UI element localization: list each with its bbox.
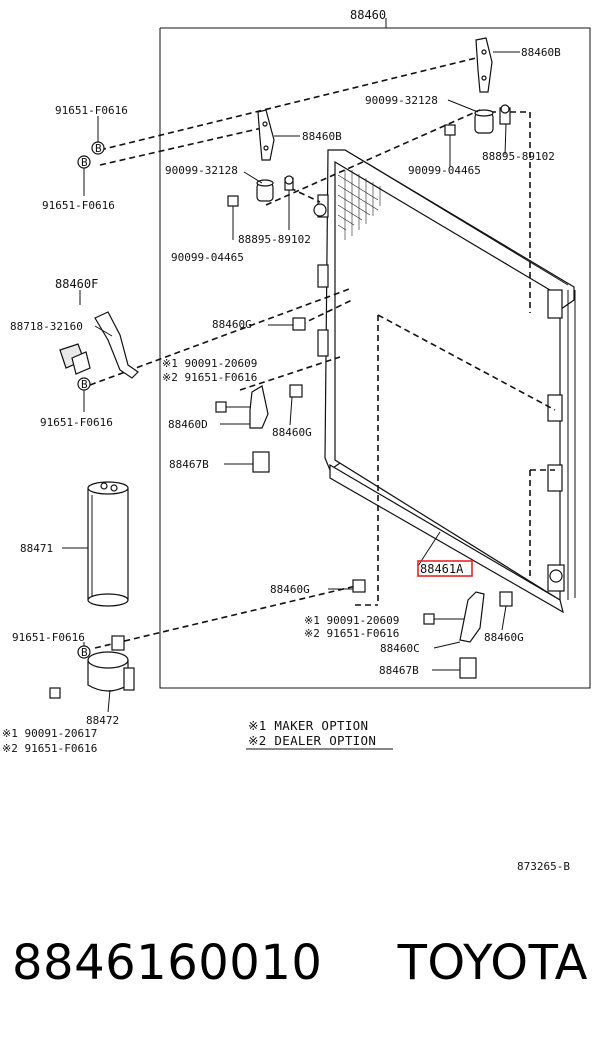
label-91651-f0616-receiver: 91651-F0616 bbox=[12, 631, 85, 644]
bracket-d bbox=[215, 384, 303, 429]
label-opt2-clamp: ※2 91651-F0616 bbox=[2, 742, 97, 755]
label-88895-89102-mid: 88895-89102 bbox=[238, 233, 311, 246]
label-91651-f0616-f: 91651-F0616 bbox=[40, 416, 113, 429]
svg-text:B: B bbox=[81, 156, 88, 169]
label-88460g-lower: 88460G bbox=[270, 583, 310, 596]
label-88471: 88471 bbox=[20, 542, 53, 555]
part-number: 8846160010 bbox=[12, 935, 323, 991]
label-88467b-lower: 88467B bbox=[379, 664, 419, 677]
footer: 8846160010 TOYOTA bbox=[0, 935, 600, 1005]
figure-code: 873265-B bbox=[517, 860, 570, 873]
label-88460d: 88460D bbox=[168, 418, 208, 431]
label-91651-f0616-b: 91651-F0616 bbox=[42, 199, 115, 212]
core-hatching bbox=[337, 170, 381, 240]
label-88460g-right: 88460G bbox=[484, 631, 524, 644]
bracket-c bbox=[423, 591, 513, 643]
label-88460c: 88460C bbox=[380, 642, 420, 655]
label-91651-f0616-a: 91651-F0616 bbox=[55, 104, 128, 117]
cushion-top-right bbox=[444, 104, 511, 148]
label-88460b-mid: 88460B bbox=[302, 130, 342, 143]
dashed-guides bbox=[89, 56, 556, 649]
label-88460g-upper: 88460G bbox=[212, 318, 252, 331]
label-opt2-upper: ※2 91651-F0616 bbox=[162, 371, 257, 384]
condenser-core bbox=[313, 149, 576, 614]
label-90099-32128-mid: 90099-32128 bbox=[165, 164, 238, 177]
label-88472: 88472 bbox=[86, 714, 119, 727]
label-88460g-mid: 88460G bbox=[272, 426, 312, 439]
label-88718-32160: 88718-32160 bbox=[10, 320, 83, 333]
label-90099-32128-top: 90099-32128 bbox=[365, 94, 438, 107]
condenser-highlight bbox=[417, 560, 473, 577]
assembly-frame bbox=[159, 27, 591, 689]
cushion-mid bbox=[227, 175, 294, 240]
bracket-f bbox=[59, 311, 139, 379]
label-opt1-upper: ※1 90091-20609 bbox=[162, 357, 257, 370]
block-b-lower bbox=[459, 657, 477, 679]
label-opt1-lower: ※1 90091-20609 bbox=[304, 614, 399, 627]
receiver-clamp bbox=[49, 635, 135, 699]
svg-text:B: B bbox=[95, 142, 102, 155]
label-90099-04465-mid: 90099-04465 bbox=[171, 251, 244, 264]
label-opt1-clamp: ※1 90091-20617 bbox=[2, 727, 97, 740]
svg-text:B: B bbox=[81, 378, 88, 391]
label-88460: 88460 bbox=[350, 8, 386, 22]
label-88460b-top: 88460B bbox=[521, 46, 561, 59]
note-maker-option: ※1 MAKER OPTION bbox=[248, 718, 368, 733]
bracket-mid bbox=[257, 109, 275, 161]
block-b-upper bbox=[252, 451, 270, 473]
receiver-dryer bbox=[87, 481, 129, 607]
note-dealer-option: ※2 DEALER OPTION bbox=[248, 733, 376, 748]
label-88895-89102-top: 88895-89102 bbox=[482, 150, 555, 163]
label-opt2-lower: ※2 91651-F0616 bbox=[304, 627, 399, 640]
label-88460f: 88460F bbox=[55, 277, 98, 291]
clip-g-upper bbox=[292, 317, 306, 331]
clip-g-lower bbox=[352, 579, 366, 593]
bracket-top-right bbox=[475, 37, 493, 93]
label-88461a: 88461A bbox=[420, 562, 464, 576]
brand-name: TOYOTA bbox=[397, 935, 588, 991]
svg-text:B: B bbox=[81, 646, 88, 659]
label-90099-04465-top: 90099-04465 bbox=[408, 164, 481, 177]
label-88467b-upper: 88467B bbox=[169, 458, 209, 471]
